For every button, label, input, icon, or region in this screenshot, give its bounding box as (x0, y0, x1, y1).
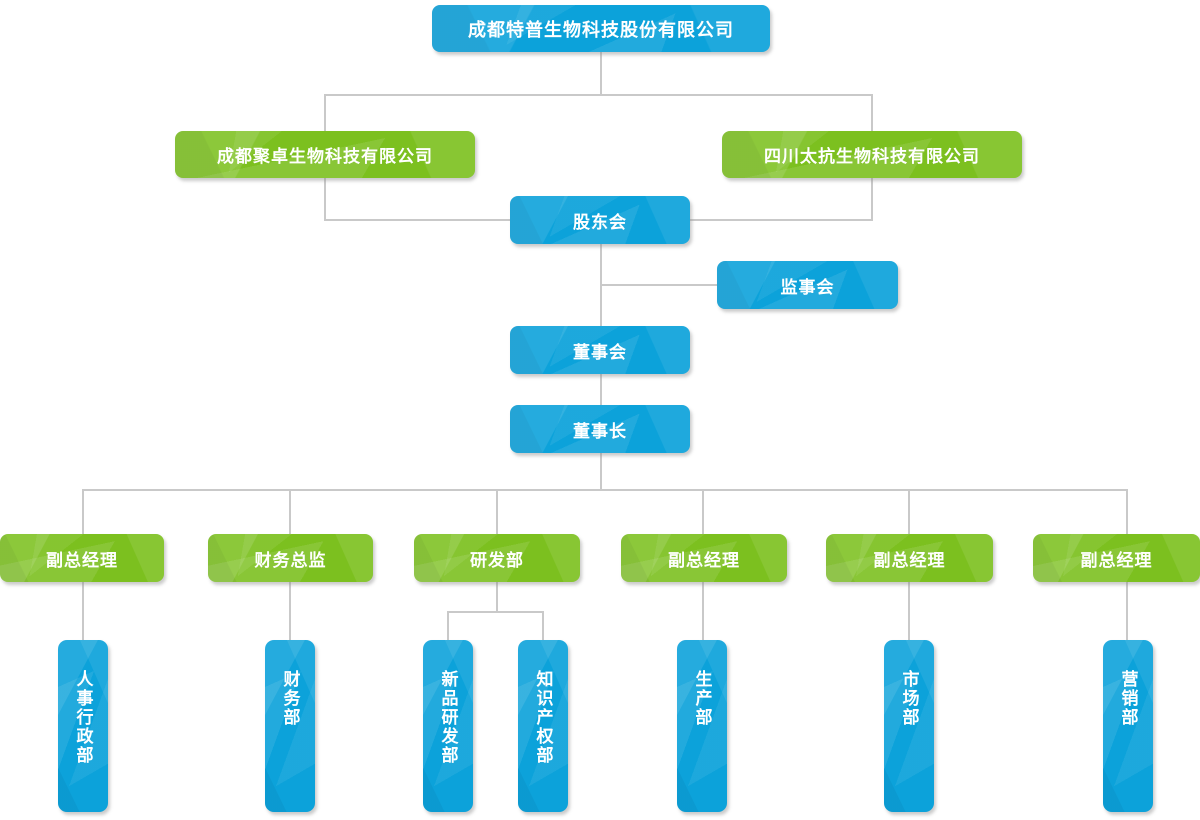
node-manager-3: 研发部 (414, 534, 580, 582)
connector-supervisory-branch (600, 284, 717, 286)
connector-subsidiary-right-down (871, 94, 873, 131)
node-dept-production: 生产部 (677, 640, 727, 812)
connector-dept-1-up (82, 582, 84, 640)
connector-board-to-chairman (600, 374, 602, 405)
connector-managers-horizontal (82, 489, 1128, 491)
connector-subsidiary-left-down (324, 94, 326, 131)
connector-manager-5-down (908, 489, 910, 534)
node-dept-hr-admin: 人事行政部 (58, 640, 108, 812)
connector-manager-4-down (702, 489, 704, 534)
connector-manager-1-down (82, 489, 84, 534)
connector-dept-7-up (1126, 582, 1128, 640)
connector-subsidiaries-horizontal (324, 94, 873, 96)
node-manager-6: 副总经理 (1033, 534, 1200, 582)
node-dept-marketing: 营销部 (1103, 640, 1153, 812)
connector-chairman-down (600, 453, 602, 490)
connector-subsidiary-left-to-shareholders (324, 178, 326, 220)
node-root-company: 成都特普生物科技股份有限公司 (432, 5, 770, 52)
node-dept-market: 市场部 (884, 640, 934, 812)
node-manager-1: 副总经理 (0, 534, 164, 582)
node-manager-5: 副总经理 (826, 534, 993, 582)
node-dept-intellectual-property: 知识产权部 (518, 640, 568, 812)
connector-dept-2-up (289, 582, 291, 640)
connector-dept-4-up (542, 611, 544, 640)
node-manager-4: 副总经理 (621, 534, 787, 582)
node-subsidiary-right: 四川太抗生物科技有限公司 (722, 131, 1022, 178)
node-chairman: 董事长 (510, 405, 690, 453)
node-board-of-directors: 董事会 (510, 326, 690, 374)
node-supervisory-board: 监事会 (717, 261, 898, 309)
node-manager-2: 财务总监 (208, 534, 373, 582)
connector-dept-3-up (447, 611, 449, 640)
connector-manager-2-down (289, 489, 291, 534)
connector-dept-5-up (702, 582, 704, 640)
node-dept-finance: 财务部 (265, 640, 315, 812)
connector-root-down (600, 52, 602, 95)
connector-manager-6-down (1126, 489, 1128, 534)
node-subsidiary-left: 成都聚卓生物科技有限公司 (175, 131, 475, 178)
connector-subsidiary-right-to-shareholders (871, 178, 873, 220)
connector-rd-down (496, 582, 498, 613)
connector-manager-3-down (496, 489, 498, 534)
connector-rd-horizontal (447, 611, 544, 613)
node-dept-new-product-rd: 新品研发部 (423, 640, 473, 812)
connector-dept-6-up (908, 582, 910, 640)
node-shareholders-meeting: 股东会 (510, 196, 690, 244)
